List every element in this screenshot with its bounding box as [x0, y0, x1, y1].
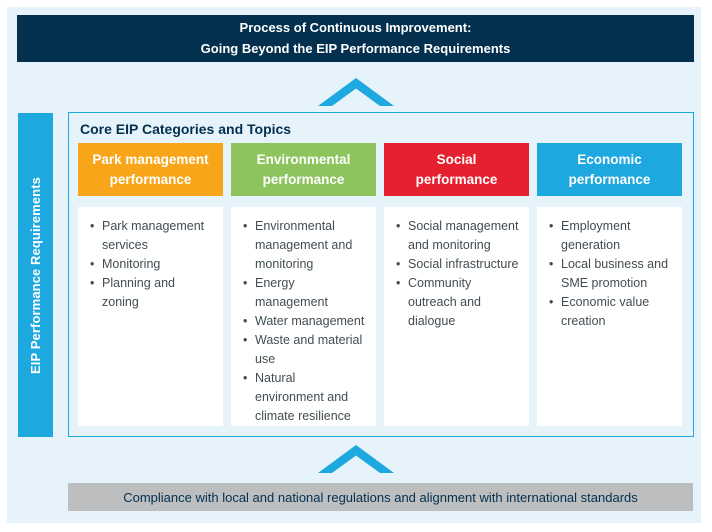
bullet-icon: •	[90, 276, 95, 290]
core-eip-categories-box: Core EIP Categories and Topics Park mana…	[68, 112, 694, 437]
category-header: Environmental performance	[231, 143, 376, 196]
category-column: Social performance • Social management and…	[384, 143, 529, 426]
topic-item: • Water management	[243, 312, 371, 331]
topic-item: • Local business and SME promotion	[549, 255, 677, 293]
topic-text: Social management and monitoring	[408, 219, 519, 252]
compliance-bar-text: Compliance with local and national regul…	[123, 489, 638, 505]
topics-card: • Social management and monitoring • Social…	[384, 207, 529, 426]
bullet-icon: •	[396, 219, 401, 233]
bullet-icon: •	[243, 314, 248, 328]
topics-card: • Employment generation • Local business an…	[537, 207, 682, 426]
bullet-icon: •	[549, 219, 554, 233]
topic-item: • Park management services	[90, 217, 218, 255]
category-column: Economic performance • Employment generati…	[537, 143, 682, 426]
topic-item: • Social infrastructure	[396, 255, 524, 274]
topic-text: Economic value creation	[561, 295, 650, 328]
compliance-bar: Compliance with local and national regul…	[68, 483, 693, 511]
category-header: Social performance	[384, 143, 529, 196]
topic-text: Community outreach and dialogue	[408, 276, 481, 328]
topics-card: • Park management services • Monitoring • Pla…	[78, 207, 223, 426]
topic-text: Planning and zoning	[102, 276, 175, 309]
topic-text: Local business and SME promotion	[561, 257, 669, 290]
topic-item: • Energy management	[243, 274, 371, 312]
bullet-icon: •	[243, 219, 248, 233]
up-chevron-icon	[318, 78, 394, 106]
topic-item: • Employment generation	[549, 217, 677, 255]
bullet-icon: •	[549, 295, 554, 309]
topics-card: • Environmental management and monitoring…	[231, 207, 376, 426]
topic-text: Environmental management and monitoring	[255, 219, 353, 271]
topic-item: • Planning and zoning	[90, 274, 218, 312]
topic-item: • Natural environment and climate resilie…	[243, 369, 371, 426]
bullet-icon: •	[549, 257, 554, 271]
category-header: Economic performance	[537, 143, 682, 196]
bullet-icon: •	[90, 219, 95, 233]
topic-text: Natural environment and climate resilien…	[255, 371, 351, 423]
topic-item: • Economic value creation	[549, 293, 677, 331]
category-columns: Park management performance • Park managem…	[78, 143, 682, 426]
up-chevron-icon	[318, 445, 394, 473]
topic-text: Park management services	[102, 219, 205, 252]
category-header: Park management performance	[78, 143, 223, 196]
topic-text: Employment generation	[561, 219, 631, 252]
core-eip-categories-title: Core EIP Categories and Topics	[80, 121, 292, 137]
topic-text: Waste and material use	[255, 333, 363, 366]
category-column: Park management performance • Park managem…	[78, 143, 223, 426]
topic-text: Energy management	[255, 276, 328, 309]
topic-text: Water management	[255, 314, 365, 328]
bullet-icon: •	[396, 257, 401, 271]
topic-item: • Waste and material use	[243, 331, 371, 369]
eip-performance-requirements-bar: EIP Performance Requirements	[18, 113, 53, 437]
bullet-icon: •	[243, 371, 248, 385]
category-column: Environmental performance • Environmental …	[231, 143, 376, 426]
topic-item: • Environmental management and monitoring	[243, 217, 371, 274]
eip-performance-requirements-label: EIP Performance Requirements	[28, 176, 44, 374]
topic-text: Social infrastructure	[408, 257, 519, 271]
topic-text: Monitoring	[102, 257, 161, 271]
topic-item: • Social management and monitoring	[396, 217, 524, 255]
bullet-icon: •	[243, 333, 248, 347]
process-banner-title: Process of Continuous Improvement: Going…	[200, 20, 511, 56]
bullet-icon: •	[396, 276, 401, 290]
bullet-icon: •	[90, 257, 95, 271]
topic-item: • Monitoring	[90, 255, 218, 274]
process-banner: Process of Continuous Improvement: Going…	[17, 15, 694, 62]
topic-item: • Community outreach and dialogue	[396, 274, 524, 331]
bullet-icon: •	[243, 276, 248, 290]
diagram-canvas: Process of Continuous Improvement: Going…	[7, 7, 701, 523]
